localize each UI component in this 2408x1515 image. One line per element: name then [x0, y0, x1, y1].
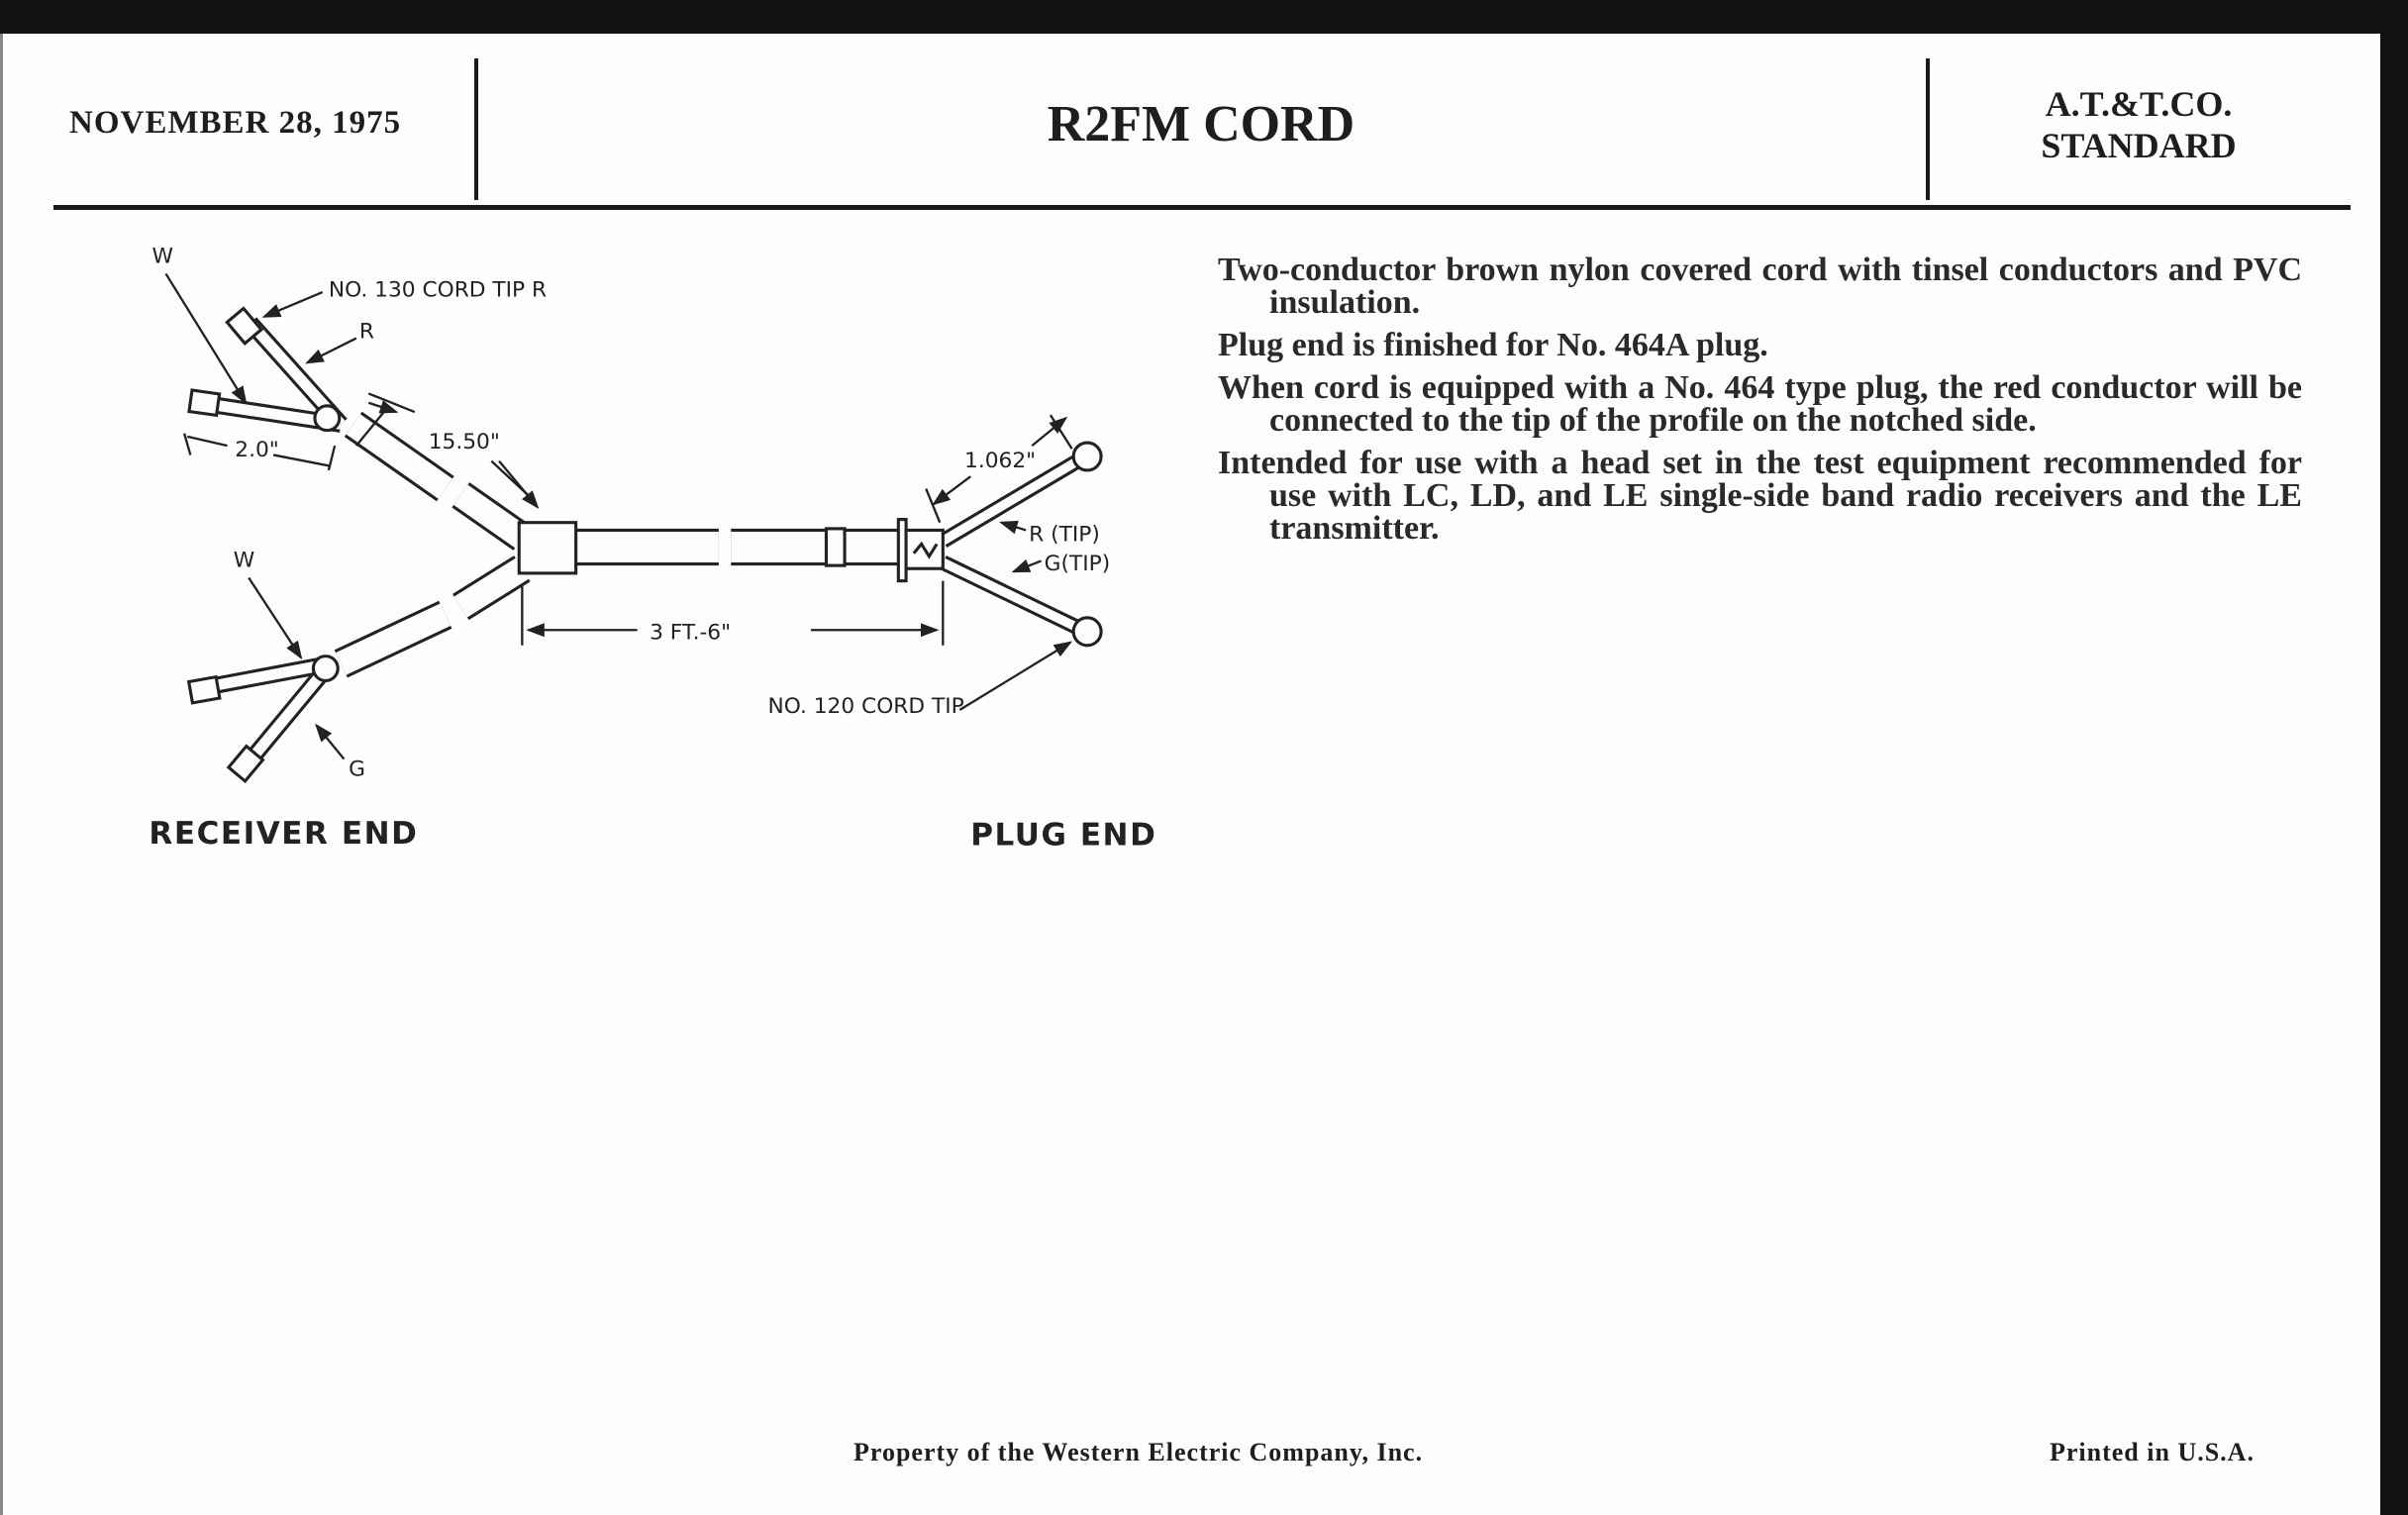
header-divider — [474, 58, 478, 200]
cord-tip — [186, 674, 222, 705]
label-cord-tip-120: NO. 120 CORD TIP — [768, 694, 964, 719]
label-2-0: 2.0" — [235, 438, 279, 462]
header-rule — [53, 205, 2351, 210]
description-paragraph: Intended for use with a head set in the … — [1218, 445, 2302, 547]
ring-terminal — [313, 404, 342, 433]
label-cord-tip-130: NO. 130 CORD TIP R — [329, 278, 547, 303]
standard-text: STANDARD — [2041, 126, 2237, 165]
label-r-tip: R (TIP) — [1029, 522, 1100, 547]
label-receiver-end: RECEIVER END — [149, 816, 418, 852]
org-name: A.T.&T.CO. — [2045, 84, 2233, 124]
cord-boot — [517, 521, 578, 575]
label-r: R — [359, 320, 374, 345]
plug-tip-ring — [1071, 441, 1103, 472]
property-notice: Property of the Western Electric Company… — [853, 1438, 1424, 1466]
standard-label: A.T.&T.CO. STANDARD — [1970, 83, 2307, 166]
label-g-tip: G(TIP) — [1045, 552, 1111, 576]
cord-tip — [225, 306, 264, 347]
plug-tip-ring — [1071, 616, 1103, 648]
scan-border-top — [0, 0, 2408, 34]
issue-date: NOVEMBER 28, 1975 — [69, 105, 402, 141]
scan-border-right — [2380, 0, 2408, 1515]
label-plug-end: PLUG END — [970, 817, 1156, 853]
label-15-50: 15.50" — [429, 430, 500, 454]
description-paragraph: When cord is equipped with a No. 464 typ… — [1218, 369, 2302, 439]
label-1-062: 1.062" — [964, 449, 1036, 473]
cord-band — [824, 527, 847, 567]
ring-terminal — [311, 655, 340, 682]
plug-zigzag — [912, 541, 939, 559]
label-length: 3 FT.-6" — [650, 621, 731, 646]
cord-description: Two-conductor brown nylon covered cord w… — [1218, 253, 2302, 555]
printed-notice: Printed in U.S.A. — [2050, 1438, 2255, 1466]
label-w-bottom: W — [234, 549, 254, 573]
header-divider — [1926, 58, 1930, 200]
cord-tip — [187, 388, 222, 418]
card-edge-left — [0, 34, 3, 1515]
page-title: R2FM CORD — [1047, 96, 1355, 152]
description-paragraph: Two-conductor brown nylon covered cord w… — [1218, 252, 2302, 321]
cord-tip — [226, 744, 265, 784]
description-paragraph: Plug end is finished for No. 464A plug. — [1218, 327, 1768, 363]
cable-fill — [198, 319, 1085, 766]
label-w-top: W — [152, 245, 173, 269]
label-g: G — [349, 758, 365, 782]
